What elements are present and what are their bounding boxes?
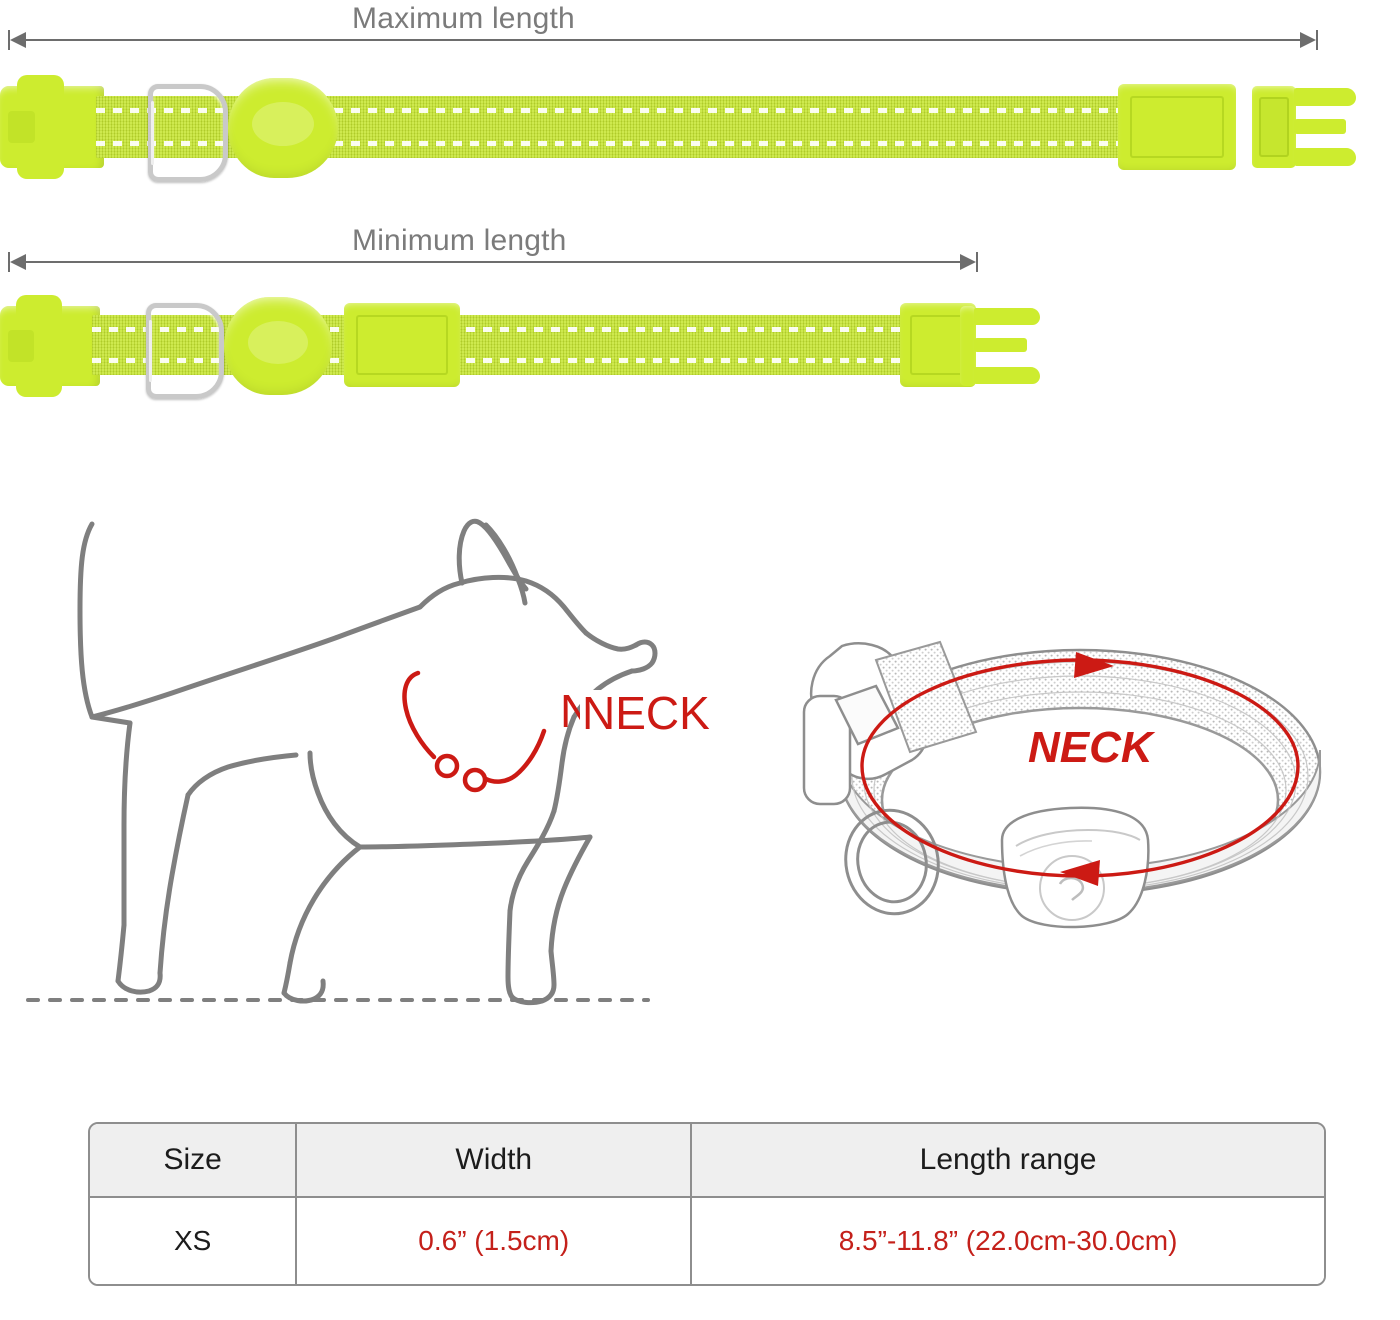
maximum-length-title: Maximum length bbox=[352, 2, 575, 35]
airtag-holder-pod bbox=[224, 297, 332, 395]
cell-width: 0.6” (1.5cm) bbox=[297, 1198, 693, 1284]
buckle-female-icon bbox=[0, 294, 100, 398]
cell-length-range: 8.5”-11.8” (22.0cm-30.0cm) bbox=[692, 1198, 1324, 1284]
minimum-length-dimension-line bbox=[8, 250, 978, 274]
minimum-length-title: Minimum length bbox=[352, 224, 567, 257]
collar-loop-svg bbox=[802, 640, 1322, 929]
collar-maximum-length bbox=[0, 62, 1356, 190]
table-header-row: Size Width Length range bbox=[90, 1124, 1324, 1198]
table-row: XS 0.6” (1.5cm) 8.5”-11.8” (22.0cm-30.0c… bbox=[90, 1198, 1324, 1284]
buckle-prong bbox=[1293, 87, 1356, 106]
column-header-length-range: Length range bbox=[692, 1124, 1324, 1198]
dimension-arrowhead-left bbox=[10, 32, 26, 48]
buckle-prong bbox=[1293, 148, 1356, 167]
dimension-arrowhead-left bbox=[10, 254, 26, 270]
buckle-female-icon bbox=[0, 74, 104, 180]
collar-slider-adjuster bbox=[1118, 84, 1236, 170]
reflective-stripe bbox=[96, 108, 1156, 114]
buckle-prong bbox=[974, 366, 1040, 385]
dog-measurement-illustration: NECK bbox=[20, 495, 740, 1025]
cell-size: XS bbox=[90, 1198, 298, 1284]
column-header-size: Size bbox=[90, 1124, 298, 1198]
slider-window bbox=[356, 315, 448, 375]
d-ring-icon bbox=[146, 303, 224, 399]
reflective-stripe bbox=[92, 327, 942, 332]
buckle-male-frame bbox=[1252, 86, 1296, 168]
dimension-tick-left bbox=[8, 252, 10, 272]
buckle-male-slot bbox=[1258, 97, 1289, 157]
direction-arrow-top bbox=[1074, 652, 1114, 678]
airtag-holder-pod bbox=[228, 78, 338, 178]
neck-label-dog-text: NECK bbox=[580, 687, 712, 739]
direction-arrow-bottom bbox=[1060, 860, 1100, 886]
dimension-shaft bbox=[14, 261, 972, 263]
dimension-tick-left bbox=[8, 30, 10, 50]
buckle-male-icon bbox=[1252, 86, 1356, 168]
buckle-male-frame bbox=[960, 306, 976, 386]
size-chart-table: Size Width Length range XS 0.6” (1.5cm) … bbox=[88, 1122, 1326, 1286]
dimension-arrowhead-right bbox=[960, 254, 976, 270]
buckle-male-icon bbox=[960, 306, 1040, 386]
slider-window bbox=[910, 315, 966, 375]
dimension-arrowhead-right bbox=[1300, 32, 1316, 48]
reflective-stripe bbox=[96, 140, 1156, 146]
reflective-stripe bbox=[92, 358, 942, 363]
buckle-prong bbox=[1293, 118, 1346, 134]
dimension-shaft bbox=[14, 39, 1312, 41]
column-header-width: Width bbox=[297, 1124, 693, 1198]
collar-minimum-length bbox=[0, 282, 1040, 407]
maximum-length-dimension-line bbox=[8, 28, 1318, 52]
collar-slider-adjuster bbox=[344, 303, 460, 387]
dimension-tick-right bbox=[1316, 30, 1318, 50]
d-ring-icon bbox=[148, 84, 228, 182]
slider-window bbox=[1130, 96, 1224, 158]
buckle-prong bbox=[974, 338, 1028, 353]
collar-loop-illustration bbox=[780, 600, 1380, 1000]
buckle-prong bbox=[974, 307, 1040, 326]
neck-label-collar-text: NECK bbox=[1028, 723, 1153, 772]
dimension-tick-right bbox=[976, 252, 978, 272]
dog-outline-svg: NECK bbox=[26, 518, 688, 1006]
